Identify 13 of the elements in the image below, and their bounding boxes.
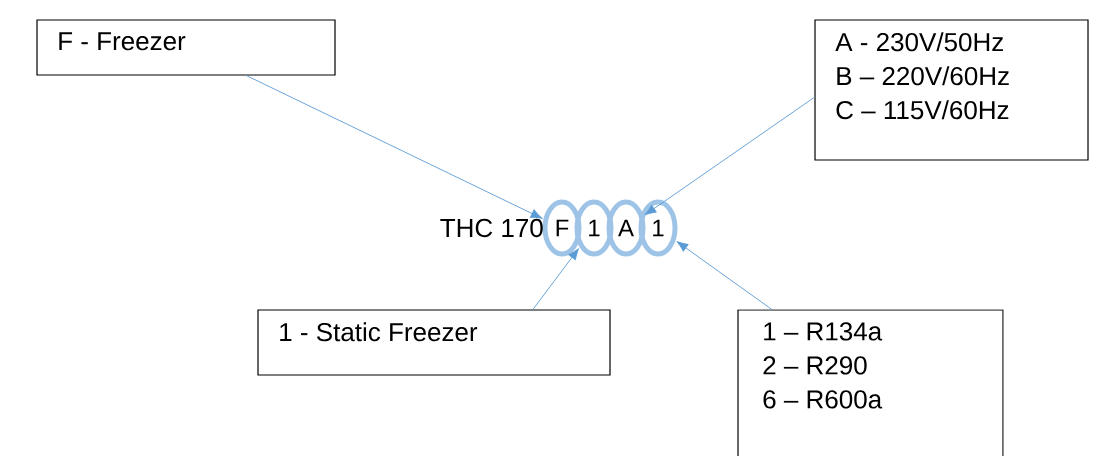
arrow bbox=[676, 241, 773, 311]
text-box: 1 - Static Freezer bbox=[257, 309, 611, 376]
letter-ring: 1 bbox=[574, 199, 614, 257]
letter-ring: A bbox=[606, 199, 646, 257]
arrow bbox=[532, 248, 579, 311]
letter-ring: F bbox=[542, 199, 582, 257]
text-box: 1 – R134a 2 – R290 6 – R600a bbox=[737, 309, 1004, 456]
text-box: F - Freezer bbox=[36, 19, 336, 76]
arrow bbox=[245, 74, 543, 219]
letter-ring: 1 bbox=[638, 199, 678, 257]
text-box: A - 230V/50Hz B – 220V/60Hz C – 115V/60Hz bbox=[814, 19, 1089, 161]
model-code: THC 170 bbox=[440, 218, 543, 238]
arrow bbox=[644, 96, 816, 216]
